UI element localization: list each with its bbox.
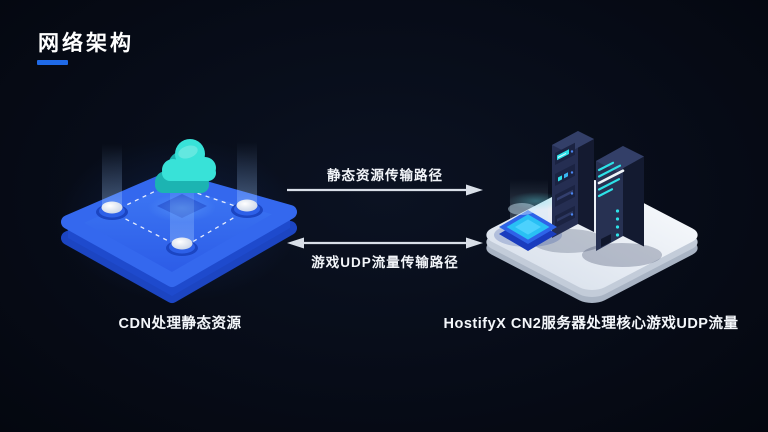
server-caption: HostifyX CN2服务器处理核心游戏UDP流量: [443, 316, 739, 332]
back-tower-top-face: [552, 131, 594, 153]
arrow-head-right-icon: [466, 237, 483, 249]
cloud-top-face: [162, 139, 216, 181]
back-tower-right-face: [578, 131, 594, 232]
node-right: [231, 199, 263, 218]
tablet-glow: [508, 203, 536, 215]
server-illustration: [486, 131, 698, 303]
status-stripe-white: [597, 169, 625, 185]
tablet-device-icon: [499, 179, 557, 251]
cloud-glow: [148, 194, 216, 222]
udp-flow-label: 游戏UDP流量传输路径: [311, 255, 459, 270]
cdn-caption: CDN处理静态资源: [118, 316, 242, 332]
server-tower-back-icon: [552, 131, 594, 238]
node-left: [96, 201, 128, 220]
page-title: 网络架构: [38, 32, 134, 55]
status-leds: [615, 209, 620, 237]
status-stripes: [597, 161, 622, 198]
bay-indicators: [557, 149, 574, 222]
cdn-illustration: [56, 138, 300, 303]
vent-slot: [601, 234, 611, 247]
cloud-3d-icon: [155, 139, 216, 193]
title-accent-bar: [37, 60, 68, 65]
node-bottom: [166, 237, 198, 256]
tablet-screen-highlight: [515, 219, 541, 235]
cloud-highlight: [178, 145, 198, 159]
platform-nodes: [96, 199, 263, 256]
server-tower-front-icon: [596, 146, 644, 251]
beam-right: [237, 142, 257, 206]
arrow-head-right-icon: [466, 184, 483, 196]
static-flow-label: 静态资源传输路径: [327, 168, 443, 183]
udp-flow-arrow: [287, 237, 483, 249]
static-flow-arrow: [287, 184, 483, 196]
front-tower-right-face: [623, 146, 644, 247]
arrow-head-left-icon: [287, 237, 304, 249]
front-server-shadow: [582, 243, 662, 267]
beam-left: [102, 144, 122, 208]
front-tower-front-face: [596, 146, 623, 251]
